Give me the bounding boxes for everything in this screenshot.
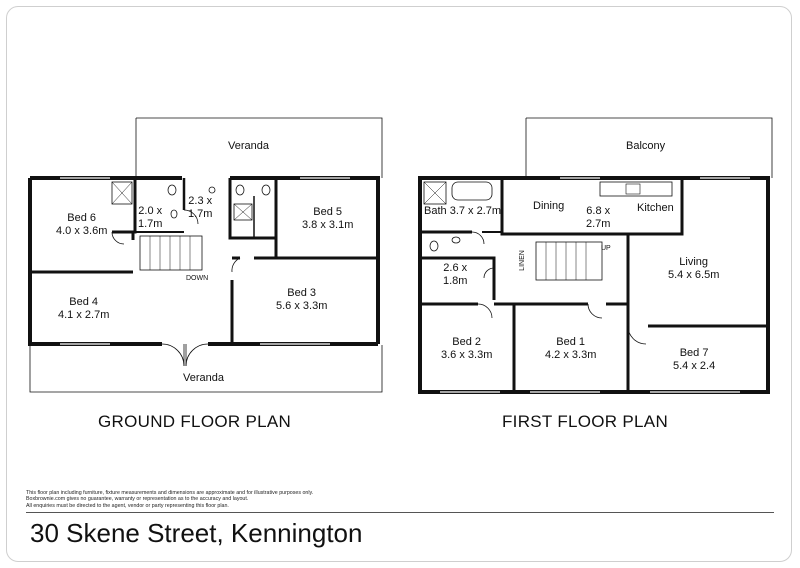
ff-balcony-outline [526,117,773,178]
ff-outer-wall [418,176,770,394]
gf-bath1-label: 2.0 x 1.7m [138,205,162,231]
ff-bath-dims: 3.7 x 2.7m [449,205,502,217]
gf-bed4-label: Bed 4 4.1 x 2.7m [58,296,109,322]
ff-bed1-name: Bed 1 [556,336,586,348]
gf-bath1-dims-b: 1.7m [138,218,163,230]
ff-stairs [535,241,603,281]
ff-store-dims-a: 2.6 x [443,262,468,274]
gf-bath2-dims-b: 1.7m [188,208,213,220]
ff-stairs-up-label: UP [601,245,611,252]
gf-veranda-top-outline [136,117,383,178]
ground-floor-plan-title: GROUND FLOOR PLAN [98,412,292,431]
gf-bath2-dims-a: 2.3 x [188,195,213,207]
ff-bed7-label: Bed 7 5.4 x 2.4 [673,347,715,373]
gf-veranda-bottom-outline [29,345,383,393]
disclaimer-line: This floor plan including furniture, fix… [26,490,314,496]
disclaimer-line: All enquiries must be directed to the ag… [26,502,229,509]
gf-bed4-dims: 4.1 x 2.7m [58,309,110,321]
gf-bed3-dims: 5.6 x 3.3m [276,300,328,312]
ff-bed1-dims: 4.2 x 3.3m [545,349,597,361]
gf-shower-tray [111,181,133,205]
gf-stairs [139,235,203,271]
gf-bed6-name: Bed 6 [67,212,97,224]
ff-linen-label: LINEN [518,250,526,271]
gf-veranda-bottom-label: Veranda [183,372,224,384]
gf-bed6-label: Bed 6 4.0 x 3.6m [56,212,107,238]
ff-bed2-name: Bed 2 [452,336,482,348]
gf-bath2-label: 2.3 x 1.7m [188,195,212,221]
ff-living-label: Living 5.4 x 6.5m [668,256,719,282]
gf-bed5-dims: 3.8 x 3.1m [302,219,354,231]
gf-bath1-dims-a: 2.0 x [138,205,163,217]
gf-bed5-label: Bed 5 3.8 x 3.1m [302,206,353,232]
ff-bed1-label: Bed 1 4.2 x 3.3m [545,336,596,362]
ff-kitchen-label: Kitchen [637,202,674,214]
ff-bed2-dims: 3.6 x 3.3m [441,349,493,361]
ff-kitchen-bench [599,181,673,197]
gf-bed3-name: Bed 3 [287,287,317,299]
ff-living-dims: 5.4 x 6.5m [668,269,720,281]
disclaimer: This floor plan including furniture, fix… [26,490,313,509]
ff-bathtub [451,181,493,201]
ff-dining-label: Dining [533,200,565,212]
property-address: 30 Skene Street, Kennington [30,518,363,548]
ff-living-name: Living [679,256,709,268]
ff-bath-name: Bath [424,205,447,217]
page-frame [6,6,792,562]
footer-divider [26,512,774,513]
disclaimer-line: Boxbrownie.com gives no guarantee, warra… [26,496,249,503]
gf-bed4-name: Bed 4 [69,296,99,308]
ff-store-label: 2.6 x 1.8m [443,262,467,288]
gf-veranda-top-label: Veranda [228,140,269,152]
ff-shower-tray [423,181,447,205]
gf-bed6-dims: 4.0 x 3.6m [56,225,108,237]
ff-bed7-name: Bed 7 [679,347,709,359]
ff-bed7-dims: 5.4 x 2.4 [673,360,716,372]
ff-bed2-label: Bed 2 3.6 x 3.3m [441,336,492,362]
ff-store-dims-b: 1.8m [443,275,468,287]
gf-bed5-name: Bed 5 [313,206,343,218]
gf-bed3-label: Bed 3 5.6 x 3.3m [276,287,327,313]
ff-bath-label: Bath 3.7 x 2.7m [424,205,501,218]
first-floor-plan-title: FIRST FLOOR PLAN [502,412,669,431]
ff-dk-dims-b: 2.7m [586,218,611,230]
ff-dk-dims-a: 6.8 x [586,205,611,217]
gf-outer-wall [28,178,162,346]
ff-dining-kitchen-dims: 6.8 x 2.7m [586,205,610,231]
gf-stairs-down-label: DOWN [186,275,209,282]
ff-balcony-label: Balcony [626,140,666,152]
